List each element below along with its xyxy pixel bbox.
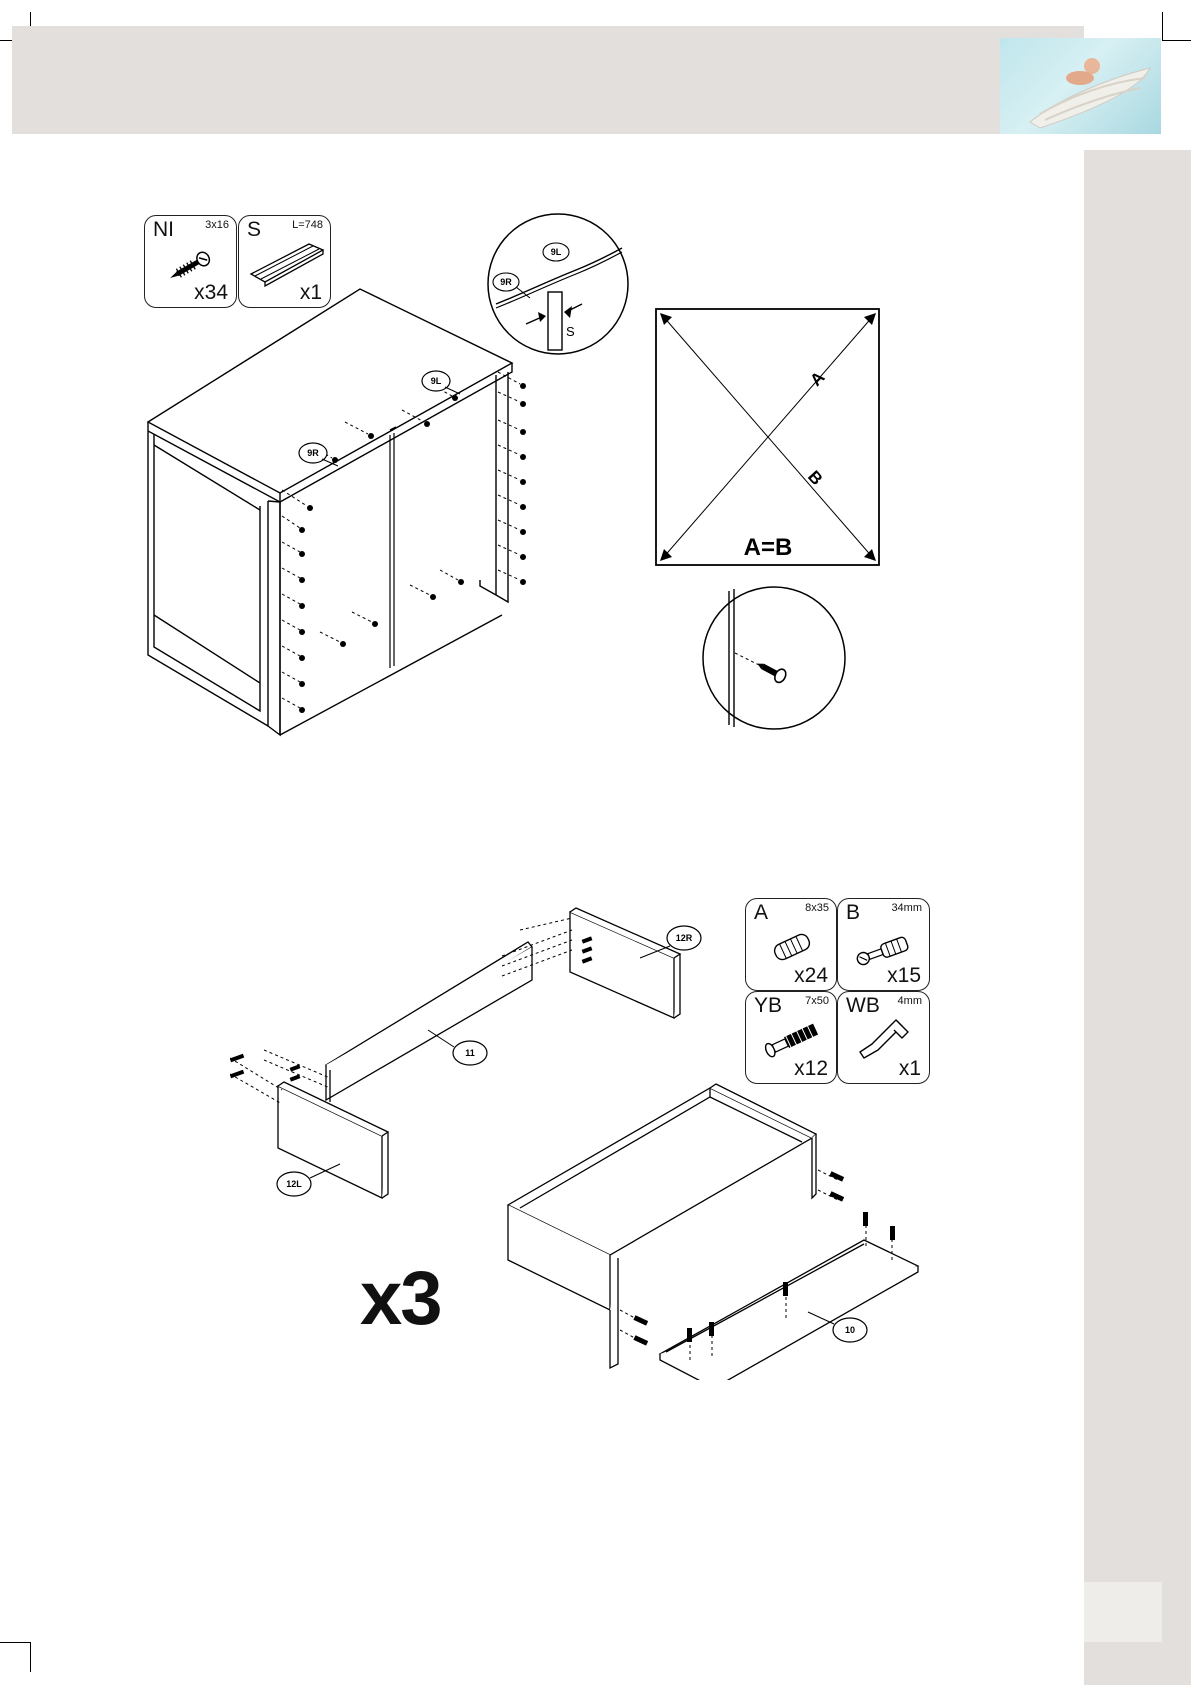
diagonal-rule: A=B: [744, 534, 793, 561]
callout-12r: 12R: [676, 933, 693, 943]
callout-9r: 9R: [307, 448, 319, 458]
diagonal-check-diagram: A B A=B: [652, 305, 884, 569]
detail-label-9l: 9L: [551, 247, 562, 257]
crop-mark: [1162, 12, 1163, 40]
detail-label-9r: 9R: [500, 277, 512, 287]
crop-mark: [30, 1642, 31, 1672]
screw-detail-circle: [701, 585, 847, 731]
callout-9l: 9L: [431, 376, 442, 386]
wing-illustration-icon: [1000, 38, 1161, 134]
crop-mark: [1162, 40, 1191, 41]
crop-mark: [0, 1642, 30, 1643]
callout-12l: 12L: [286, 1179, 302, 1189]
header-band: [12, 26, 1084, 134]
header-photo: [1000, 38, 1161, 134]
detail-label-s: S: [566, 324, 575, 339]
drawer-assembly-diagram: 12R 11 12L 10: [230, 890, 950, 1380]
rail-detail-circle: 9L 9R S: [486, 212, 630, 356]
callout-11: 11: [465, 1048, 475, 1058]
callout-10: 10: [845, 1325, 855, 1335]
page-number-box: [1084, 1582, 1162, 1642]
repeat-multiplier: x3: [360, 1255, 441, 1342]
right-margin-band: [1084, 150, 1191, 1685]
